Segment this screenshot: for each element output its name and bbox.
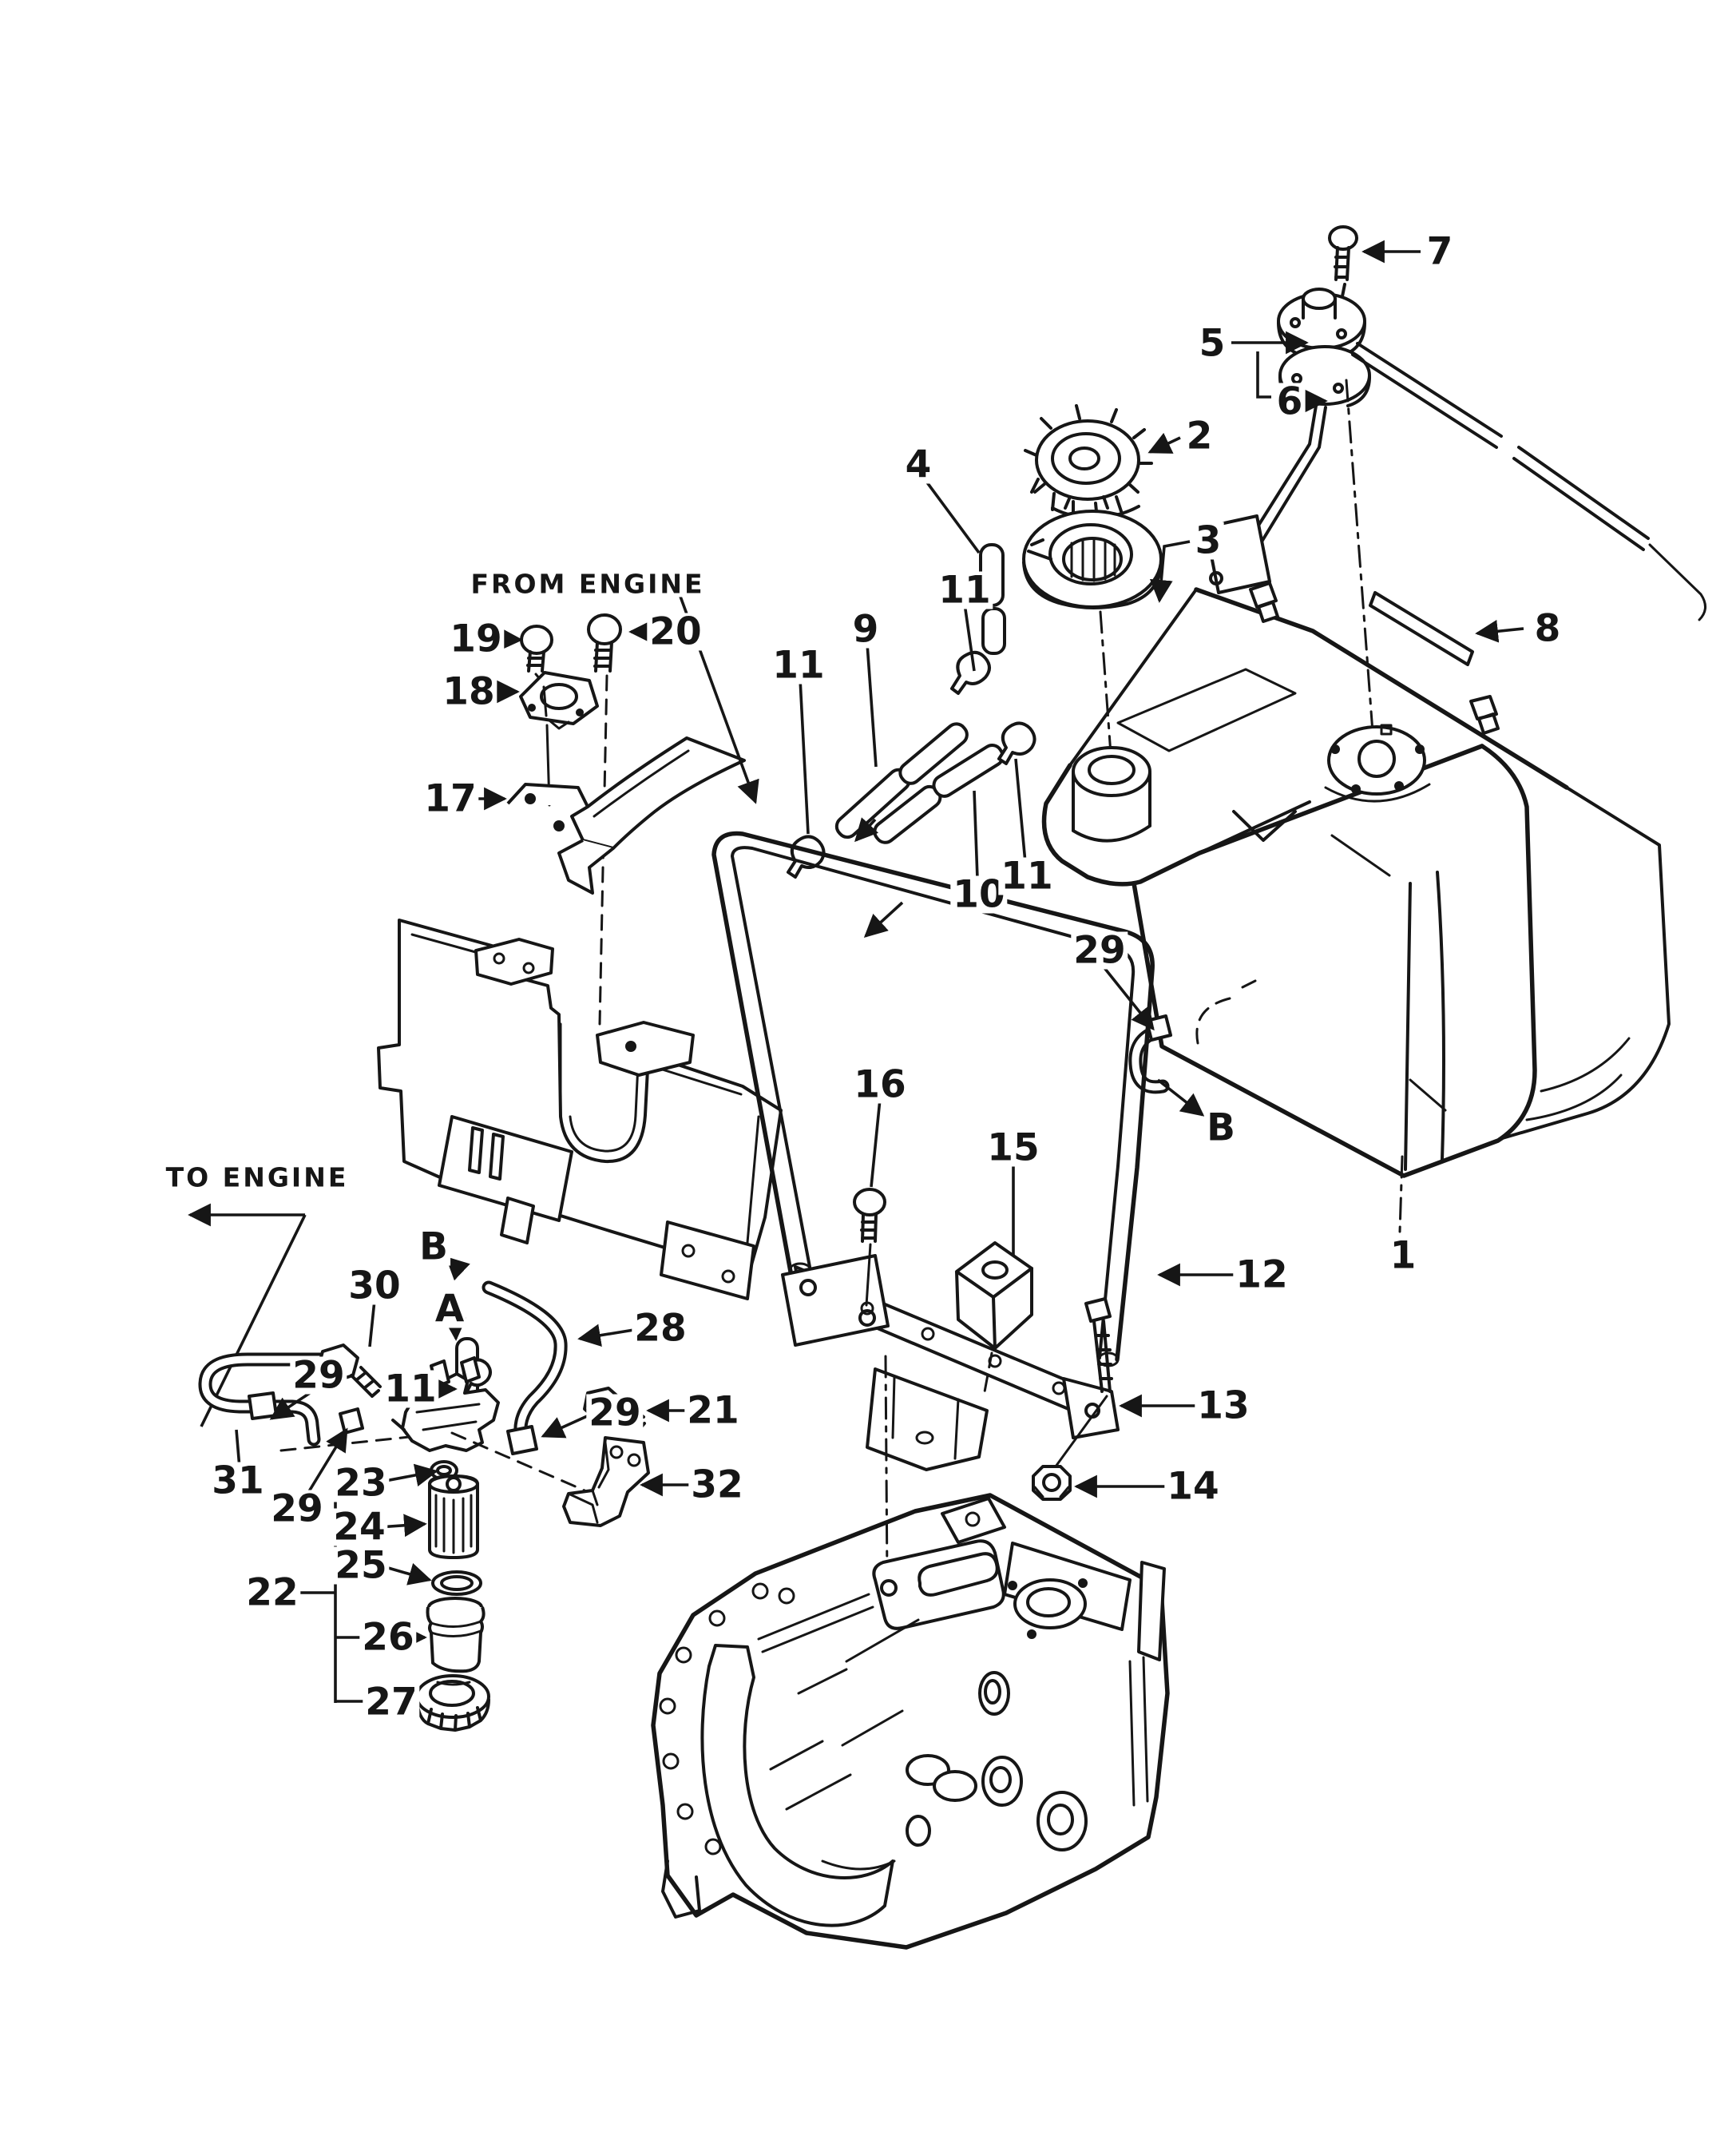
callout-9: 9 — [850, 610, 882, 649]
callout-22: 22 — [244, 1574, 301, 1612]
filler-cap — [1024, 404, 1153, 521]
callout-15: 15 — [985, 1129, 1042, 1167]
callout-29: 29 — [268, 1490, 326, 1528]
hose-31 — [198, 1352, 346, 1447]
shield-bracket-17 — [506, 736, 746, 895]
retainer-nut-27 — [415, 1674, 490, 1732]
bolt-19 — [520, 625, 553, 685]
callout-8: 8 — [1532, 609, 1564, 648]
callout-27: 27 — [363, 1683, 420, 1721]
callout-to-engine: TO ENGINE — [163, 1164, 351, 1191]
callout-19: 19 — [447, 620, 505, 658]
callout-b: B — [417, 1228, 450, 1266]
callout-31: 31 — [209, 1462, 267, 1500]
callout-24: 24 — [331, 1508, 388, 1546]
callout-6: 6 — [1274, 383, 1306, 421]
hose-clamp-11c — [997, 721, 1036, 765]
callout-20: 20 — [647, 613, 704, 651]
callout-1: 1 — [1387, 1236, 1419, 1275]
cap-retainer-ring — [1022, 510, 1163, 756]
heat-baffle-panel — [377, 919, 783, 1300]
tank-strap-rod — [1369, 591, 1474, 666]
callout-26: 26 — [359, 1618, 417, 1657]
filter-bowl-26 — [426, 1597, 486, 1673]
callout-11: 11 — [998, 857, 1056, 895]
callout-a: A — [432, 1290, 467, 1328]
callout-28: 28 — [632, 1309, 689, 1347]
callout-29: 29 — [1071, 931, 1128, 970]
callout-30: 30 — [346, 1267, 403, 1305]
callout-29: 29 — [586, 1394, 644, 1432]
callout-11: 11 — [382, 1370, 439, 1408]
mount-bolt-16b — [1054, 1297, 1113, 1468]
callout-12: 12 — [1233, 1256, 1290, 1294]
callout-b: B — [1204, 1109, 1238, 1147]
callout-4: 4 — [902, 446, 934, 484]
callout-29: 29 — [290, 1356, 347, 1395]
hose-28 — [482, 1280, 568, 1441]
hose-clip-29d — [339, 1407, 364, 1435]
callout-17: 17 — [422, 780, 479, 818]
callout-25: 25 — [332, 1546, 390, 1585]
hose-clamp-11b — [950, 650, 991, 695]
fuel-gauge-sender — [1204, 225, 1706, 744]
callout-32: 32 — [688, 1466, 746, 1504]
callout-23: 23 — [332, 1464, 390, 1502]
callout-2: 2 — [1183, 417, 1215, 455]
callout-10: 10 — [950, 875, 1008, 914]
callout-11: 11 — [936, 571, 993, 609]
rubber-pad-15 — [955, 1241, 1033, 1350]
callout-21: 21 — [684, 1391, 742, 1430]
fuel-tank — [1041, 581, 1671, 1233]
hose-4-lower — [981, 607, 1006, 655]
callout-5: 5 — [1196, 324, 1228, 363]
frame-mount-plate-13 — [781, 1254, 1120, 1471]
transmission-housing — [651, 1493, 1170, 1950]
callout-13: 13 — [1195, 1387, 1252, 1425]
leader-lines — [235, 240, 1524, 1711]
heat-shield-group — [377, 613, 783, 1300]
mount-bolt-16 — [853, 1188, 886, 1307]
callout-11: 11 — [770, 646, 827, 685]
callout-14: 14 — [1164, 1467, 1222, 1506]
callout-7: 7 — [1424, 232, 1456, 271]
fuel-hoses — [787, 543, 1036, 938]
callout-3: 3 — [1192, 522, 1224, 560]
callout-18: 18 — [440, 673, 497, 711]
lock-nut-14 — [1032, 1465, 1072, 1501]
hose-clamp-29c — [506, 1425, 538, 1455]
callout-from-engine: FROM ENGINE — [468, 570, 707, 597]
shield-plate-18 — [519, 671, 599, 730]
filter-bracket-32 — [562, 1436, 650, 1527]
support-frame — [711, 831, 1155, 1582]
callout-16: 16 — [851, 1066, 909, 1104]
